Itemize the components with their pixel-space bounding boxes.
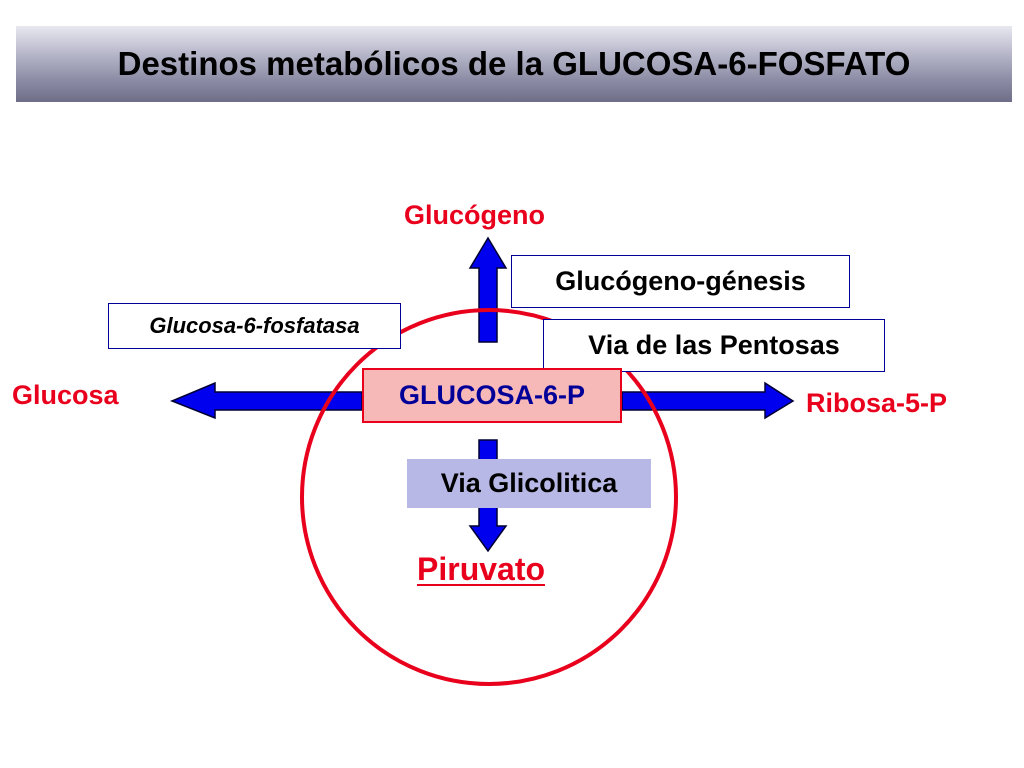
pathway-phosphatase-label: Glucosa-6-fosfatasa bbox=[149, 313, 360, 338]
pathway-phosphatase-box: Glucosa-6-fosfatasa bbox=[108, 303, 401, 349]
arrow-to-glucogeno bbox=[468, 236, 508, 343]
highlight-circle bbox=[300, 308, 678, 686]
slide-title-bar: Destinos metabólicos de la GLUCOSA-6-FOS… bbox=[16, 26, 1012, 102]
node-glucosa: Glucosa bbox=[12, 380, 119, 410]
pathway-glycolysis-label: Via Glicolitica bbox=[440, 468, 618, 498]
node-glucogeno: Glucógeno bbox=[404, 200, 545, 230]
node-ribosa-5-p: Ribosa-5-P bbox=[806, 388, 948, 418]
arrow-to-piruvato-stem bbox=[478, 439, 498, 461]
arrow-to-piruvato-head bbox=[468, 506, 508, 553]
center-node-box: GLUCOSA-6-P bbox=[362, 368, 622, 423]
center-node-label: GLUCOSA-6-P bbox=[398, 380, 585, 410]
arrow-to-ribosa bbox=[621, 381, 795, 420]
pathway-pentoses-label: Via de las Pentosas bbox=[588, 330, 840, 360]
node-piruvato: Piruvato bbox=[417, 551, 546, 587]
slide-title: Destinos metabólicos de la GLUCOSA-6-FOS… bbox=[117, 45, 911, 82]
arrow-to-glucosa bbox=[170, 381, 363, 420]
pathway-glycogenesis-box: Glucógeno-génesis bbox=[511, 255, 850, 308]
pathway-glycogenesis-label: Glucógeno-génesis bbox=[555, 266, 806, 296]
pathway-pentoses-box: Via de las Pentosas bbox=[543, 319, 885, 372]
pathway-glycolysis-box: Via Glicolitica bbox=[407, 459, 651, 508]
